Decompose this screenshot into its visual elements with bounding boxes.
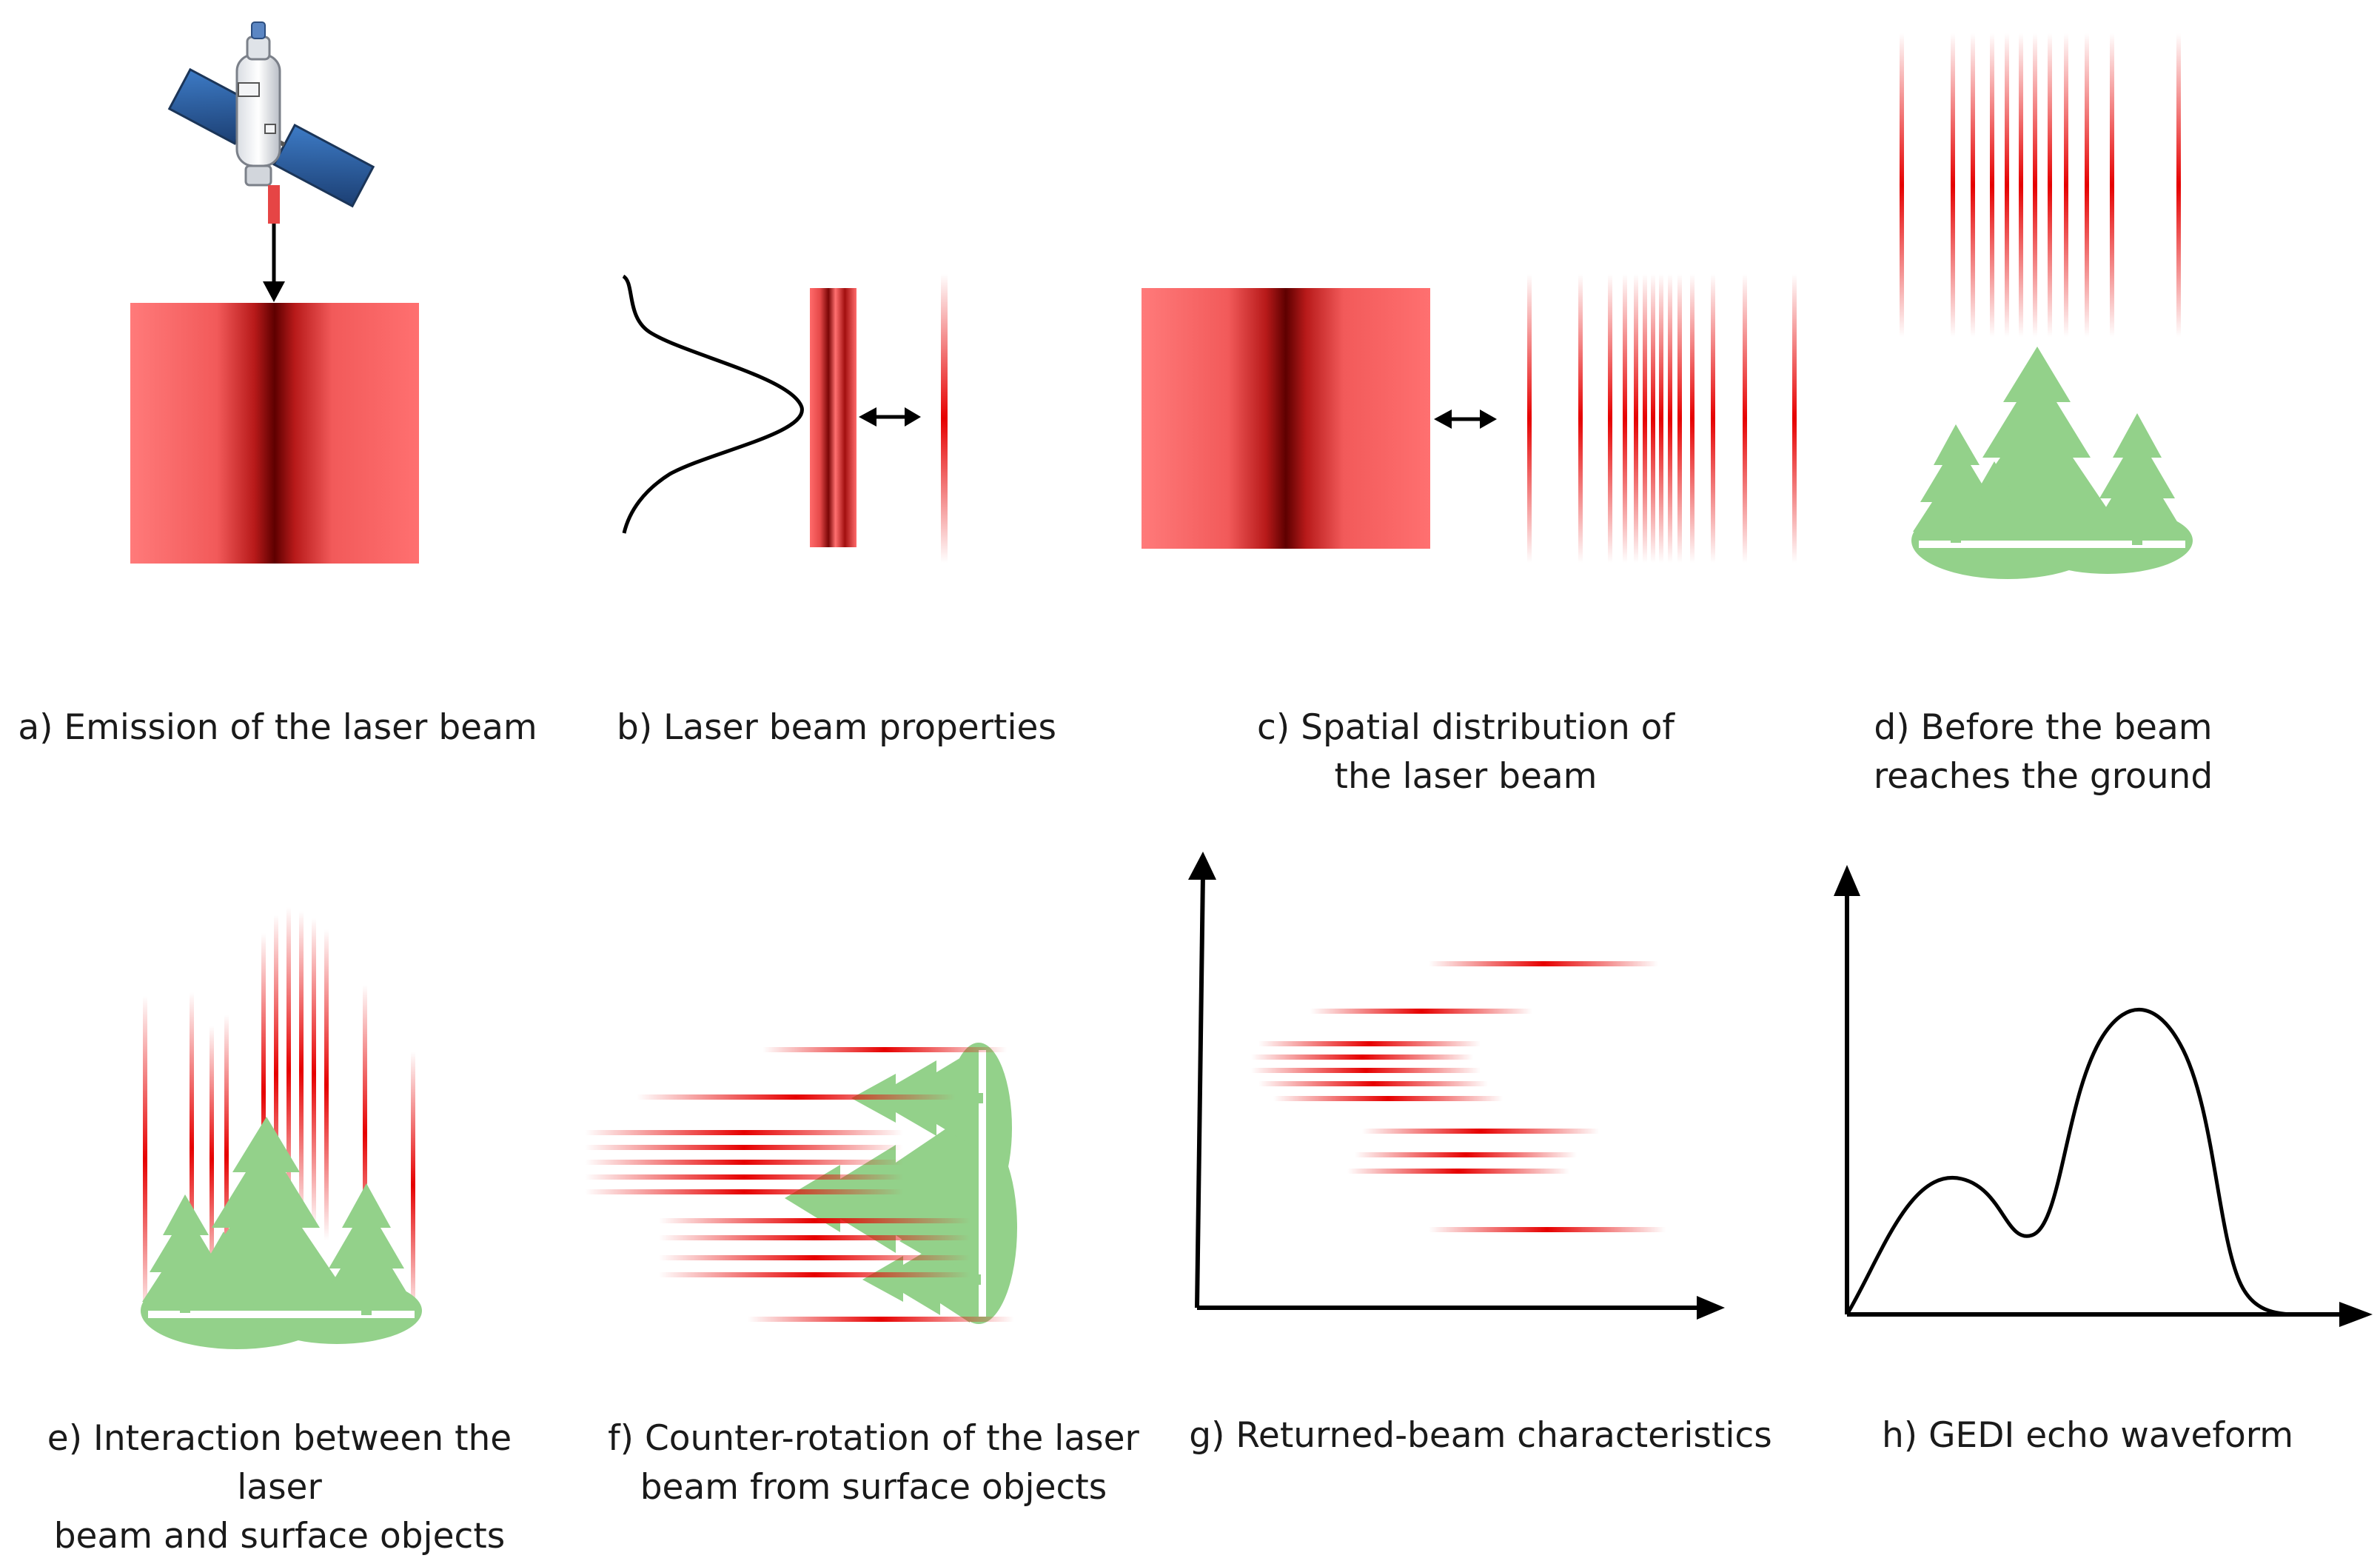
caption-f: f) Counter-rotation of the laser beam fr… bbox=[608, 1418, 1139, 1508]
reflected-pulses bbox=[585, 1047, 1014, 1322]
gaussian-curve-icon bbox=[622, 274, 804, 534]
gedi-diagram bbox=[130, 21, 2373, 1349]
panel-f bbox=[585, 1043, 1017, 1324]
emitted-beam-stub bbox=[268, 185, 280, 224]
forest-icon bbox=[1911, 347, 2193, 579]
caption-g: g) Returned-beam characteristics bbox=[1189, 1415, 1772, 1456]
panel-c bbox=[1142, 274, 1797, 563]
pulse-distribution bbox=[143, 907, 415, 1322]
panel-d bbox=[1900, 33, 2193, 579]
pulse-distribution bbox=[1527, 274, 1797, 563]
panel-a bbox=[130, 21, 419, 564]
chart-axes bbox=[1834, 865, 2373, 1327]
beam-footprint bbox=[1142, 288, 1430, 549]
forest-icon bbox=[785, 1043, 1017, 1324]
beam-cross-section bbox=[810, 288, 857, 547]
panel-h bbox=[1834, 865, 2373, 1327]
returned-pulses bbox=[1251, 961, 1666, 1232]
satellite-icon bbox=[167, 21, 375, 208]
caption-b: b) Laser beam properties bbox=[617, 707, 1056, 748]
echo-waveform bbox=[1845, 1008, 2296, 1317]
chart-axes bbox=[1188, 852, 1725, 1320]
beam-footprint bbox=[130, 303, 419, 564]
panel-g bbox=[1188, 852, 1725, 1320]
pulse-line bbox=[941, 274, 948, 563]
double-arrow-icon bbox=[1434, 410, 1497, 429]
caption-e: e) Interaction between the laser beam an… bbox=[47, 1418, 512, 1557]
caption-a: a) Emission of the laser beam bbox=[18, 707, 537, 748]
pulse-distribution bbox=[1900, 33, 2181, 337]
caption-c: c) Spatial distribution of the laser bea… bbox=[1257, 707, 1675, 797]
caption-d: d) Before the beam reaches the ground bbox=[1873, 707, 2213, 797]
panel-e bbox=[141, 907, 422, 1349]
double-arrow-icon bbox=[859, 407, 921, 427]
panel-b bbox=[622, 274, 948, 563]
caption-h: h) GEDI echo waveform bbox=[1882, 1415, 2293, 1456]
forest-icon bbox=[141, 1117, 422, 1349]
